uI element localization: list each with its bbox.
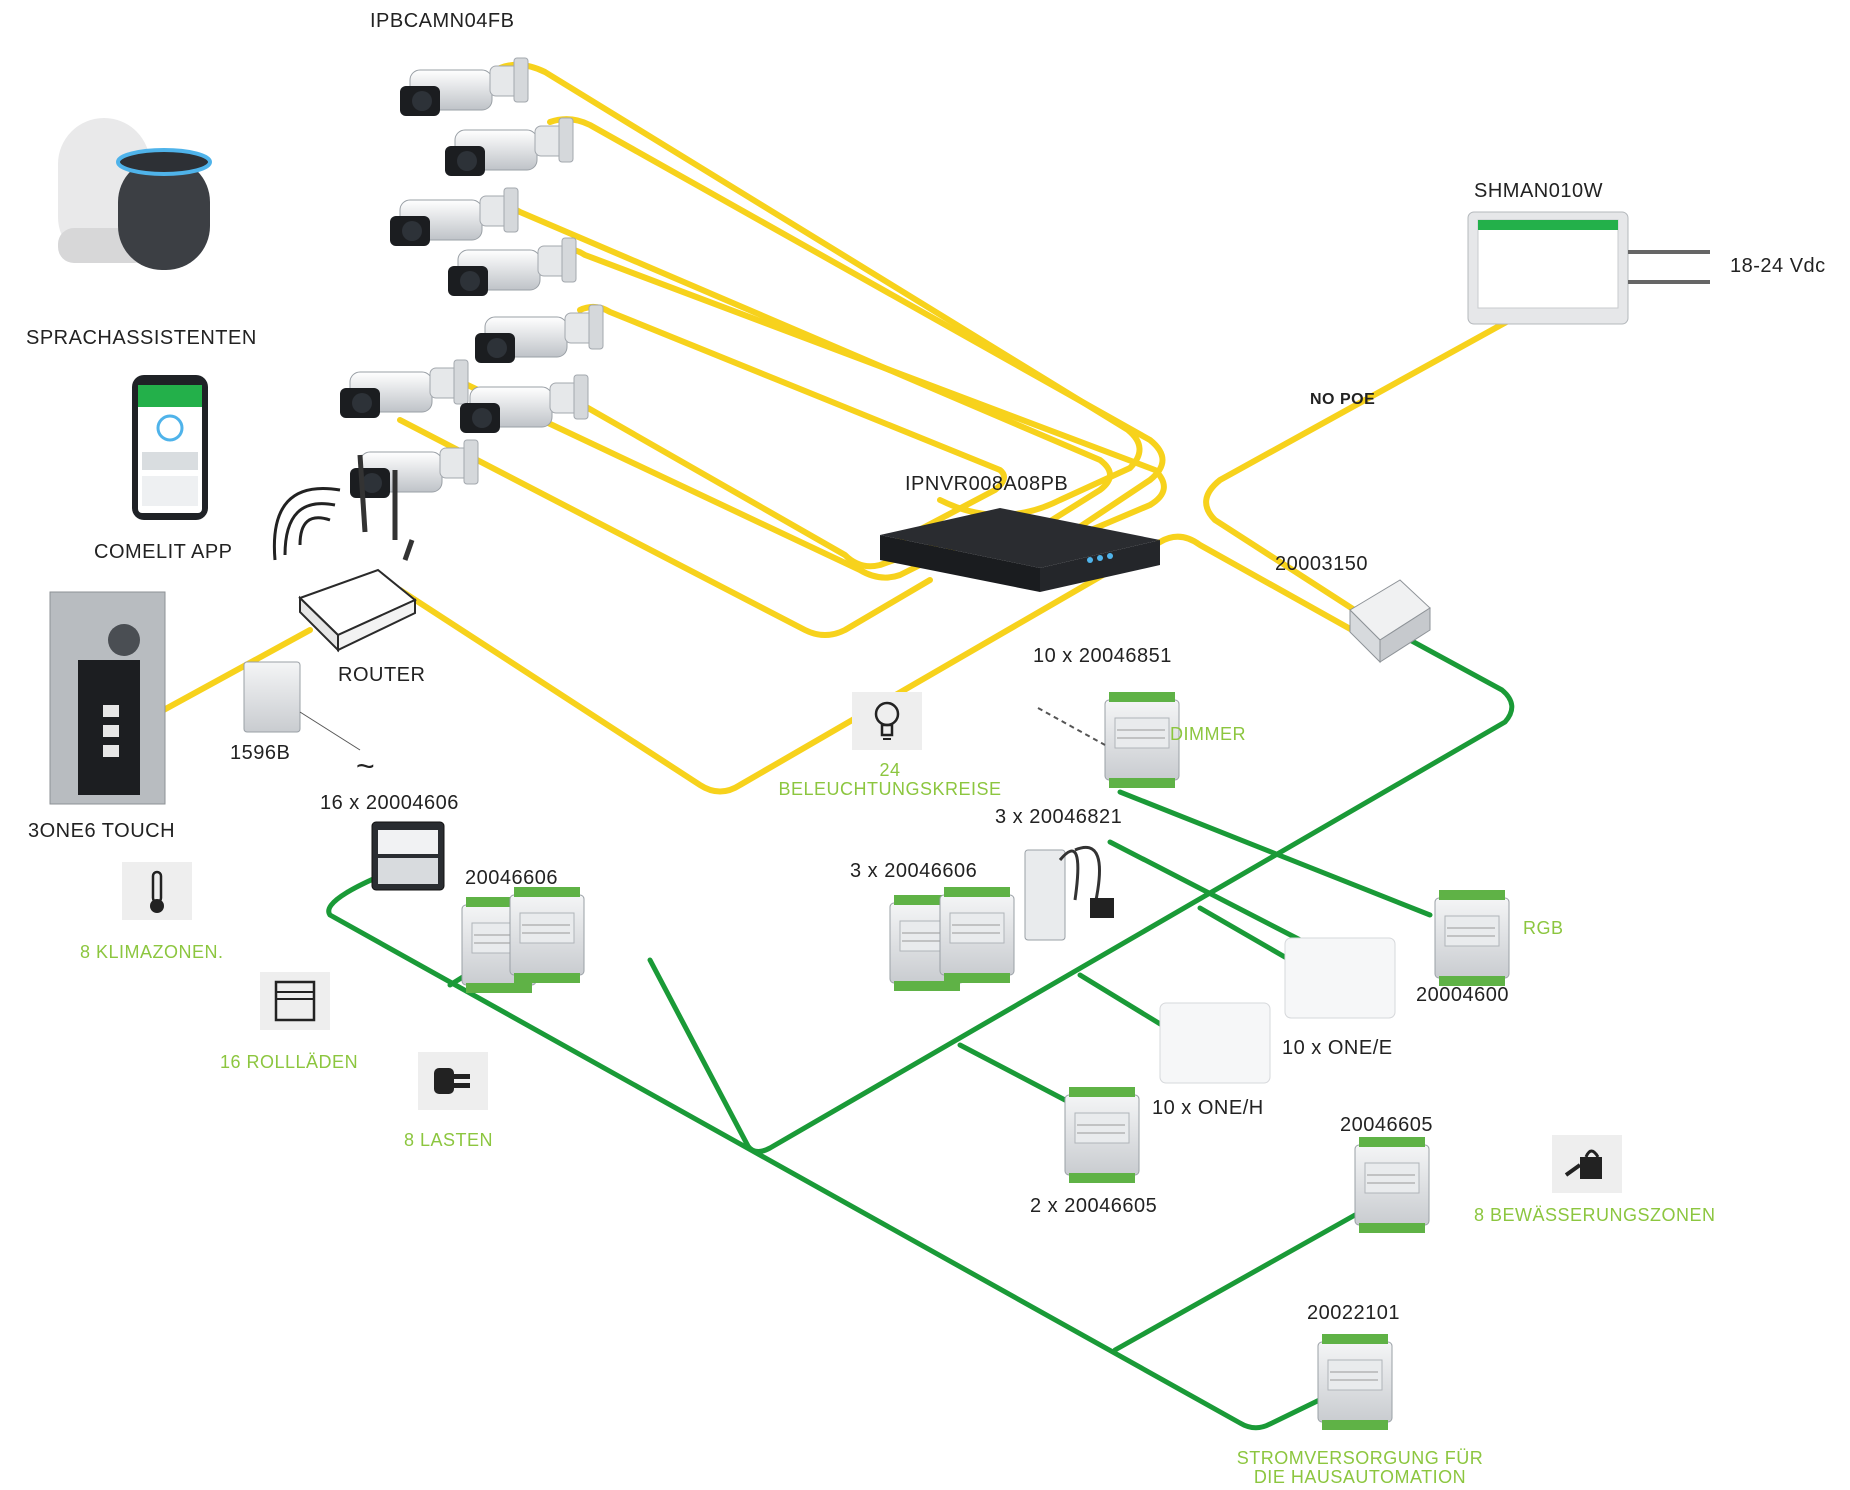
ac-symbol: ~ — [356, 748, 376, 784]
door-panel-label: 3ONE6 TOUCH — [28, 820, 176, 842]
router — [298, 454, 417, 653]
rgb-module-label: 20004600 — [1416, 984, 1509, 1006]
dimmer-dashed-line — [1037, 707, 1106, 746]
climate-function-label: 8 KLIMAZONEN. — [80, 942, 224, 962]
one-panels — [1159, 937, 1396, 1084]
door-station — [49, 591, 166, 805]
power-function-line2: DIE HAUSAUTOMATION — [1253, 1467, 1467, 1487]
power-label: 18-24 Vdc — [1730, 255, 1826, 277]
modules-3x-label: 3 x 20046606 — [850, 860, 978, 882]
app-label: COMELIT APP — [94, 541, 233, 563]
no-poe-label: NO POE — [1310, 391, 1376, 408]
cameras-label: IPBCAMN04FB — [370, 10, 515, 32]
lightbulb-icon — [852, 692, 922, 750]
actuator-box — [371, 821, 445, 891]
nvr-recorder — [880, 508, 1160, 592]
wifi-icon — [272, 487, 341, 561]
ip-cameras — [339, 57, 604, 499]
lighting-count-label: 24 — [879, 760, 901, 780]
loads-function-label: 8 LASTEN — [404, 1130, 494, 1150]
shutter-icon — [260, 972, 330, 1030]
irrigation-function-label: 8 BEWÄSSERUNGSZONEN — [1474, 1205, 1716, 1225]
shutters-function-label: 16 ROLLLÄDEN — [220, 1052, 359, 1072]
psu-small-label: 1596B — [230, 742, 291, 764]
meters-label: 3 x 20046821 — [995, 806, 1123, 828]
dimmer-function-label: DIMMER — [1170, 724, 1246, 744]
watering-can-icon — [1552, 1135, 1622, 1193]
voice-assistants — [58, 118, 212, 270]
current-meter — [1024, 845, 1114, 941]
gateway-label: 20003150 — [1275, 553, 1368, 575]
module-20046606-label: 20046606 — [465, 867, 558, 889]
plug-icon — [418, 1052, 488, 1110]
lighting-function-label: BELEUCHTUNGSKREISE — [778, 779, 1002, 799]
voice-label: SPRACHASSISTENTEN — [26, 327, 257, 349]
one-e-label: 10 x ONE/E — [1282, 1037, 1393, 1059]
psu-1596b — [243, 661, 361, 751]
touch-monitor — [1467, 211, 1710, 325]
psu-bus-label: 20022101 — [1307, 1302, 1400, 1324]
actuators-16-label: 16 x 20004606 — [320, 792, 459, 814]
power-function-line1: STROMVERSORGUNG FÜR — [1236, 1448, 1484, 1468]
router-label: ROUTER — [338, 664, 426, 686]
one-h-label: 10 x ONE/H — [1152, 1097, 1264, 1119]
app-phone — [132, 375, 208, 520]
thermometer-icon — [122, 862, 192, 920]
rgb-function-label: RGB — [1523, 918, 1564, 938]
modules-2x-label: 2 x 20046605 — [1030, 1195, 1158, 1217]
dimmers-label: 10 x 20046851 — [1033, 645, 1172, 667]
gateway-module — [1349, 579, 1431, 664]
nvr-label: IPNVR008A08PB — [905, 473, 1069, 495]
monitor-label: SHMAN010W — [1474, 180, 1603, 202]
module-20046605-label: 20046605 — [1340, 1114, 1433, 1136]
